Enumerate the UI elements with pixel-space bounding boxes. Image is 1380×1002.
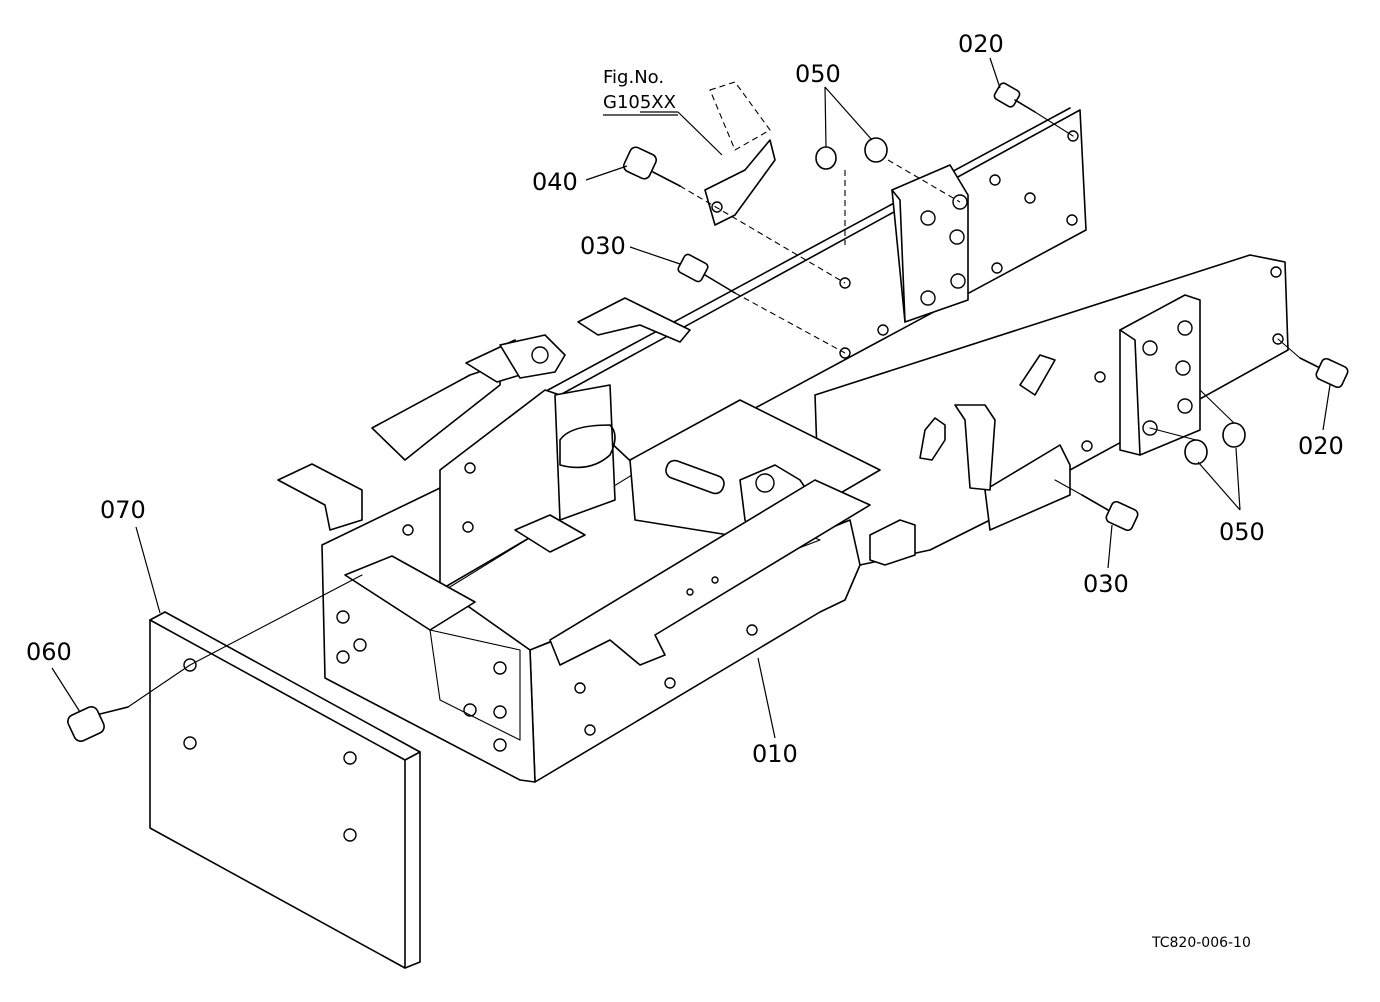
callout-040: 040 [532, 168, 578, 196]
bolt-030-top [677, 253, 736, 294]
callout-030-bottom: 030 [1083, 570, 1129, 598]
bolt-060 [67, 706, 129, 742]
callout-070: 070 [100, 496, 146, 524]
drawing-code: TC820-006-10 [1151, 935, 1251, 951]
reference-bracket [704, 81, 776, 226]
plate-070 [149, 611, 421, 969]
bushings-050 [815, 137, 1246, 465]
figure-ref-line2: G105XX [603, 92, 676, 113]
callout-020-top: 020 [958, 30, 1004, 58]
leader-lines [51, 57, 1331, 739]
callout-060: 060 [26, 638, 72, 666]
bolt-030-bottom [1081, 494, 1139, 532]
callout-050-top: 050 [795, 60, 841, 88]
frame-mount-block-back [891, 164, 969, 323]
frame-bracket-left [371, 364, 501, 461]
callout-050-bottom: 050 [1219, 518, 1265, 546]
assembly-lines [127, 111, 1301, 708]
frame-mount-block-right [1119, 294, 1201, 456]
frame-bracket-top [577, 297, 691, 343]
callout-020-right: 020 [1298, 432, 1344, 460]
bolt-020-top [993, 82, 1036, 113]
frame-010 [277, 107, 1289, 783]
callout-030-top: 030 [580, 232, 626, 260]
bolt-020-right [1299, 357, 1349, 389]
frame-center-wall [439, 389, 561, 591]
figure-ref-line1: Fig.No. [603, 67, 664, 88]
callout-010: 010 [752, 740, 798, 768]
frame-bracket-rear [277, 463, 363, 531]
bolt-040 [622, 146, 681, 187]
callout-labels: Fig.No. G105XX 020 050 040 030 020 050 0… [26, 30, 1344, 951]
